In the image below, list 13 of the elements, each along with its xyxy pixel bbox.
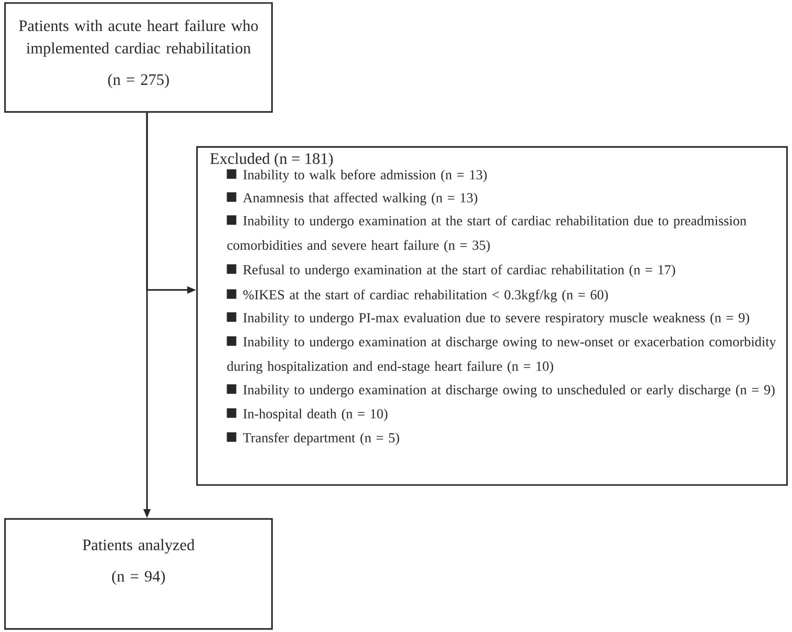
bullet-item: Inability to undergo examination at the start of cardiac rehabilitation due to preadmission comorbidities and severe heart failure (n = 35) <box>226 215 746 253</box>
bullet-item: Refusal to undergo examination at the start of cardiac rehabilitation (n = 17) <box>226 264 676 278</box>
bullet-item: Inability to undergo examination at discharge owing to new-onset or exacerbation comorbidity during hospitalization and end-stage heart failure (n = 10) <box>226 336 776 374</box>
flow-box: Patients with acute heart failure who implemented cardiac rehabilitation (n = 275) <box>4 2 273 113</box>
box-heading: Excluded (n = 181) <box>210 152 333 168</box>
flow-box: Patients analyzed (n = 94) <box>4 518 273 630</box>
bullet-item: %IKES at the start of cardiac rehabilitation < 0.3kgf/kg (n = 60) <box>226 289 608 302</box>
bullet-item: Inability to undergo examination at discharge owing to unscheduled or early discharge (n = 9) <box>226 384 775 398</box>
bullet-item: Anamnesis that affected walking (n = 13) <box>226 192 478 206</box>
bullet-item: Inability to undergo PI-max evaluation due to severe respiratory muscle weakness (n = 9) <box>226 312 750 326</box>
bullet-item: Transfer department (n = 5) <box>226 432 400 446</box>
bullet-item: In-hospital death (n = 10) <box>226 408 388 422</box>
bullet-item: Inability to walk before admission (n = 13) <box>226 169 487 182</box>
